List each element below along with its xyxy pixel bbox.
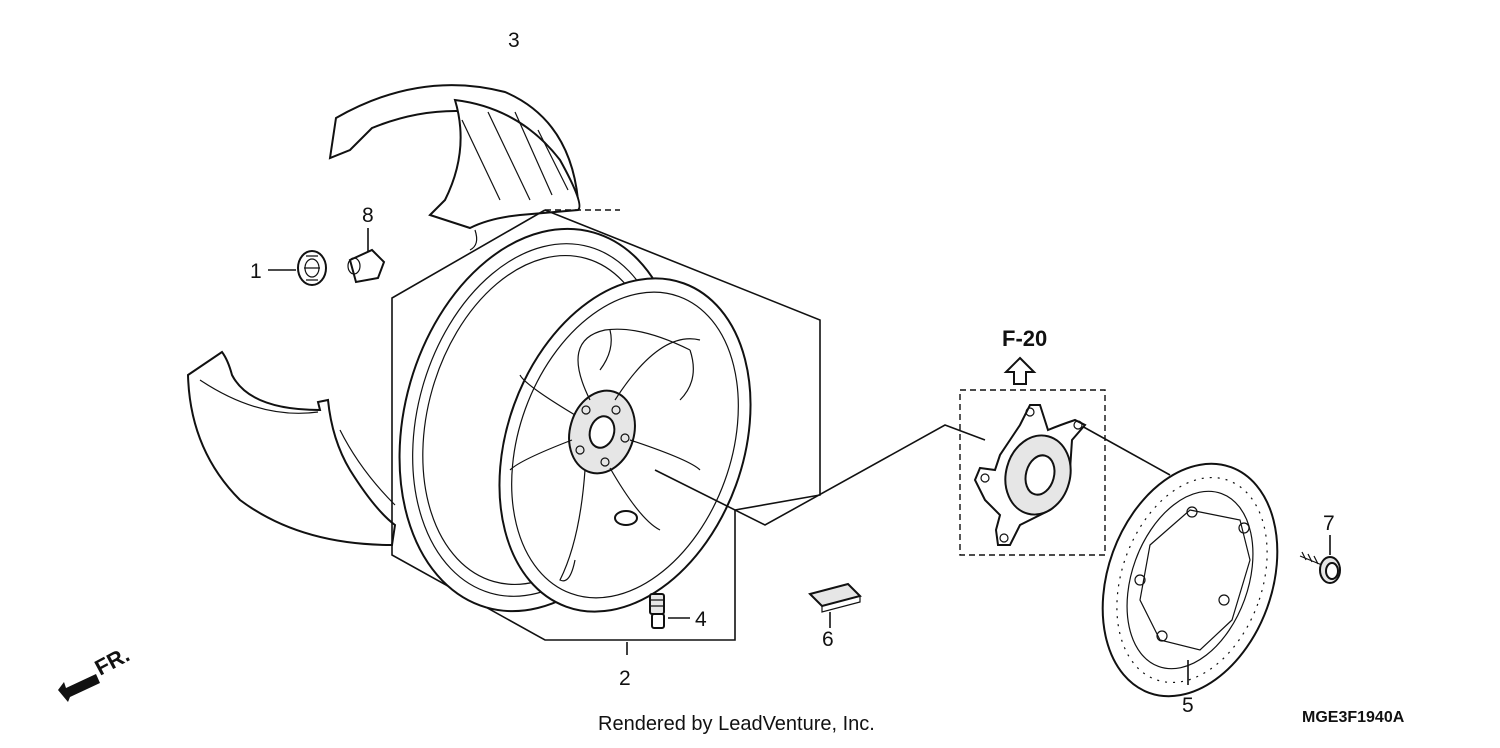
front-direction-arrow: FR. bbox=[58, 642, 134, 702]
diagram-code: MGE3F1940A bbox=[1302, 709, 1405, 726]
flange-to-disc-line bbox=[1079, 424, 1171, 476]
wheel-weight-pad[interactable] bbox=[808, 582, 862, 613]
rear-wheel[interactable] bbox=[356, 195, 794, 647]
tire-valve[interactable] bbox=[649, 593, 665, 629]
credit-text: Rendered by LeadVenture, Inc. bbox=[598, 713, 875, 735]
callout-3[interactable]: 3 bbox=[508, 29, 520, 52]
direction-label: FR. bbox=[91, 642, 134, 681]
wheel-assembly-boundary bbox=[391, 209, 821, 641]
tire-lower-section[interactable] bbox=[186, 350, 397, 547]
final-driven-flange[interactable] bbox=[973, 404, 1087, 546]
disc-bolt[interactable] bbox=[1299, 551, 1341, 584]
f20-reference-arrow bbox=[1003, 356, 1037, 385]
tire-upper-section[interactable] bbox=[328, 84, 581, 251]
rear-brake-disc[interactable] bbox=[1072, 439, 1308, 721]
callout-1[interactable]: 1 bbox=[250, 260, 262, 283]
callout-7[interactable]: 7 bbox=[1323, 512, 1335, 535]
f20-reference-box bbox=[959, 389, 1106, 556]
balance-weight[interactable] bbox=[297, 250, 327, 286]
reference-label[interactable]: F-20 bbox=[1002, 326, 1047, 351]
hub-to-flange-line bbox=[654, 424, 986, 526]
callout-8[interactable]: 8 bbox=[362, 204, 374, 227]
callout-5[interactable]: 5 bbox=[1182, 694, 1194, 717]
callout-2[interactable]: 2 bbox=[619, 667, 631, 690]
callout-6[interactable]: 6 bbox=[822, 628, 834, 651]
collar[interactable] bbox=[347, 248, 386, 284]
callout-4[interactable]: 4 bbox=[695, 608, 707, 631]
